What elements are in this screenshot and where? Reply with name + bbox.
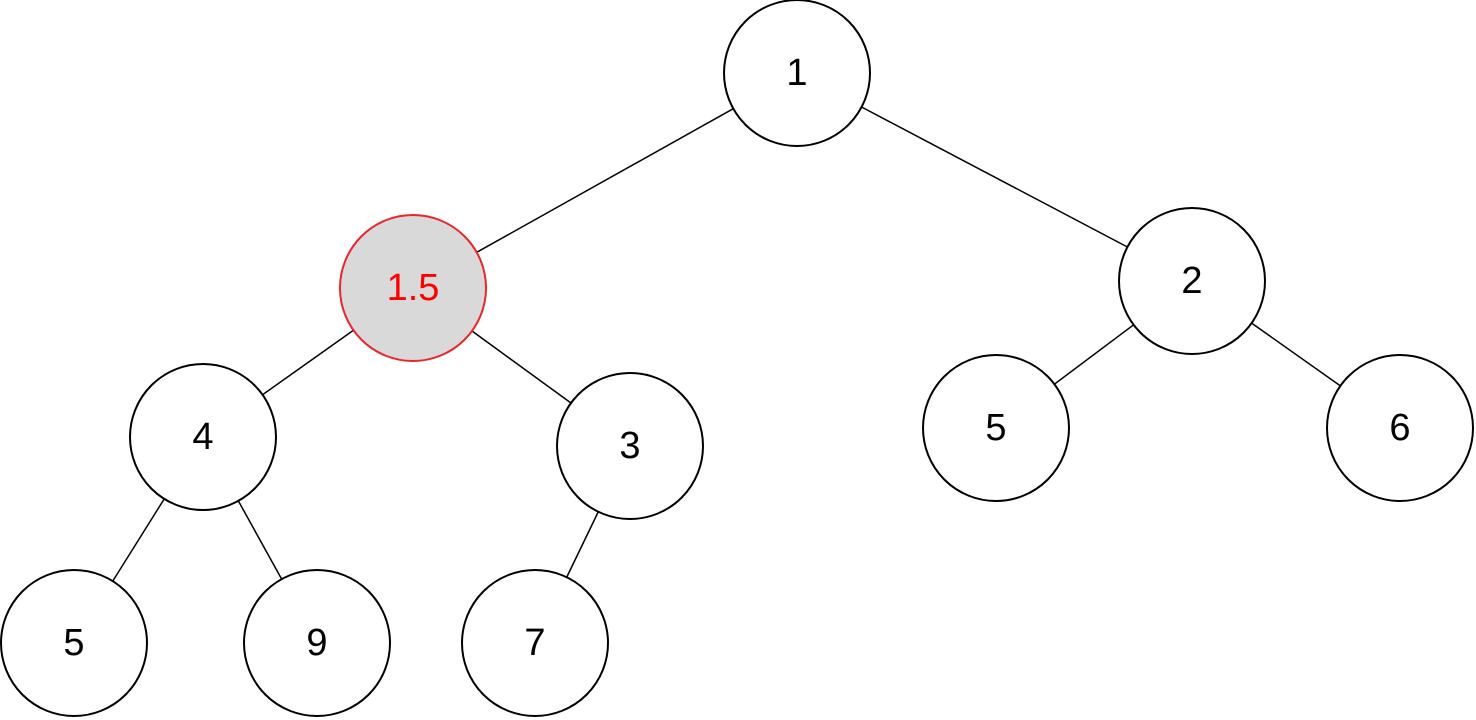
node-circle: [922, 354, 1070, 502]
node-circle: [243, 569, 391, 717]
node-label: 3: [619, 425, 640, 467]
node-circle: [129, 363, 277, 511]
tree-node: 5: [922, 354, 1070, 502]
tree-node: 1: [723, 0, 871, 147]
node-circle: [1326, 354, 1474, 502]
edge-n4-n9: [237, 500, 283, 580]
edge-n15-n3: [471, 330, 572, 404]
edge-n2-n6: [1251, 322, 1341, 387]
node-circle: [723, 0, 871, 147]
node-circle: [556, 372, 704, 520]
node-label: 5: [63, 622, 84, 664]
node-label: 1.5: [387, 267, 440, 309]
node-circle: [461, 569, 609, 717]
edge-n15-n4: [262, 329, 354, 396]
node-label: 2: [1181, 260, 1202, 302]
tree-node: 2: [1118, 207, 1266, 355]
node-label: 9: [306, 622, 327, 664]
tree-node: 1.5: [339, 214, 487, 362]
edge-n2-n5r: [1053, 324, 1135, 385]
node-label: 5: [985, 407, 1006, 449]
node-circle: [0, 569, 148, 717]
node-label: 4: [192, 416, 213, 458]
edge-n4-n5l: [112, 498, 165, 582]
edge-n1-n15: [476, 108, 734, 253]
edge-n1-n2: [861, 106, 1128, 248]
node-circle: [339, 214, 487, 362]
node-label: 1: [786, 52, 807, 94]
node-label: 6: [1389, 407, 1410, 449]
tree-node: 3: [556, 372, 704, 520]
tree-node: 6: [1326, 354, 1474, 502]
tree-node: 9: [243, 569, 391, 717]
tree-node: 7: [461, 569, 609, 717]
tree-node: 4: [129, 363, 277, 511]
node-label: 7: [524, 622, 545, 664]
tree-node: 5: [0, 569, 148, 717]
node-circle: [1118, 207, 1266, 355]
edge-n3-n7: [566, 511, 599, 578]
